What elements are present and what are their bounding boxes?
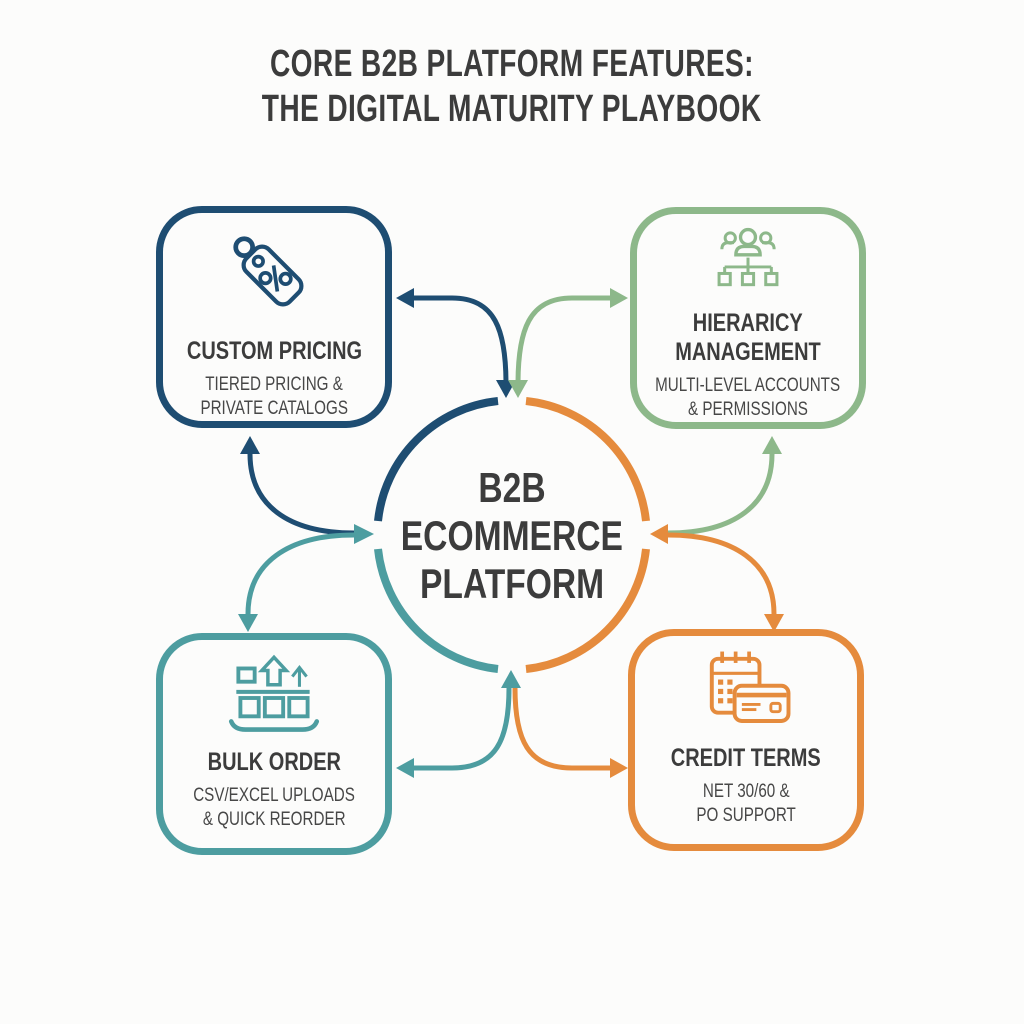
feature-box-bulk-order: BULK ORDER CSV/EXCEL UPLOADS & QUICK REO… [156, 633, 392, 855]
arrow-right-orange-down [650, 524, 784, 632]
center-circle [374, 397, 650, 673]
arrow-top-blue [396, 288, 516, 398]
page-title: CORE B2B PLATFORM FEATURES: THE DIGITAL … [0, 42, 1024, 132]
arrow-right-green-up [667, 436, 782, 536]
feature-title: BULK ORDER [207, 748, 341, 776]
page-title-line2: THE DIGITAL MATURITY PLAYBOOK [262, 88, 762, 130]
center-circle-arc-southeast [525, 548, 650, 673]
page-title-line1: CORE B2B PLATFORM FEATURES: [270, 43, 754, 85]
center-platform-label: B2B ECOMMERCE PLATFORM [352, 464, 672, 608]
feature-subtitle: TIERED PRICING & PRIVATE CATALOGS [200, 374, 348, 419]
center-label-line2: ECOMMERCE [400, 512, 624, 559]
center-label-line1: B2B [478, 464, 546, 511]
center-circle-arc-northwest [374, 397, 499, 522]
feature-box-credit-terms: CREDIT TERMS NET 30/60 & PO SUPPORT [628, 629, 864, 851]
price-tag-percent-icon [216, 217, 332, 337]
arrow-bottom-orange [512, 687, 628, 778]
feature-title: CUSTOM PRICING [186, 337, 362, 365]
arrow-left-teal-down [238, 524, 374, 632]
feature-box-hierarchy-management: HIERARICY MANAGEMENT MULTI-LEVEL ACCOUNT… [630, 207, 866, 429]
feature-subtitle: CSV/EXCEL UPLOADS & QUICK REORDER [193, 785, 355, 830]
center-label-line3: PLATFORM [419, 560, 605, 607]
arrow-top-green [508, 288, 628, 398]
feature-title: HIERARICY MANAGEMENT [675, 309, 821, 366]
feature-subtitle: NET 30/60 & PO SUPPORT [696, 781, 796, 826]
arrow-left-blue-up [240, 436, 355, 536]
feature-box-custom-pricing: CUSTOM PRICING TIERED PRICING & PRIVATE … [156, 206, 392, 428]
org-chart-people-icon [696, 222, 800, 309]
feature-subtitle: MULTI-LEVEL ACCOUNTS & PERMISSIONS [655, 375, 841, 420]
arrow-bottom-teal [396, 670, 521, 778]
feature-title: CREDIT TERMS [671, 744, 821, 772]
pallet-boxes-upload-icon [218, 648, 330, 748]
center-circle-arc-southwest [374, 548, 499, 673]
calendar-credit-card-icon [689, 642, 803, 744]
center-circle-arc-northeast [525, 397, 650, 522]
